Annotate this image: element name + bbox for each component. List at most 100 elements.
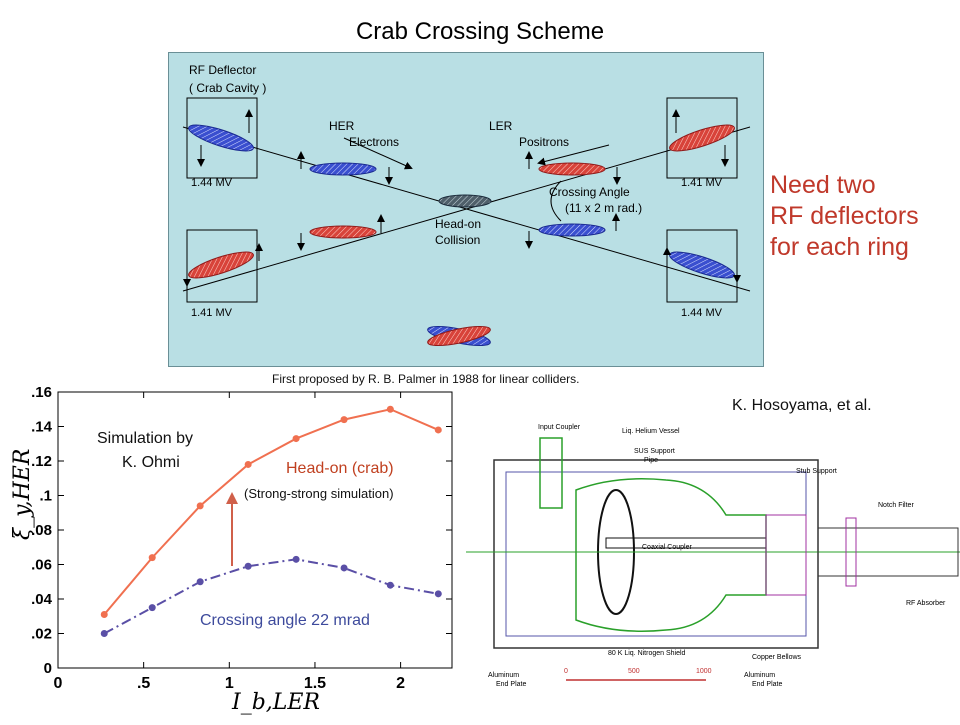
aluminum-plate-label: Aluminum: [744, 672, 776, 679]
crossing-angle-arc: [550, 180, 562, 222]
data-point: [340, 416, 348, 424]
crab-cavity-label: ( Crab Cavity ): [189, 81, 267, 95]
data-point: [292, 555, 300, 563]
her-label: HER: [329, 119, 355, 133]
stub-support: [765, 514, 807, 596]
y-tick-label: .02: [31, 626, 52, 643]
voltage-label: 1.41 MV: [681, 177, 722, 189]
data-point: [340, 564, 348, 572]
data-point: [100, 630, 108, 637]
input-coupler: [539, 437, 563, 509]
deflector-note: Need two RF deflectors for each ring: [770, 170, 919, 263]
author-text: K. Hosoyama, et al.: [732, 397, 872, 414]
electron-bunch: [188, 124, 254, 152]
data-point: [148, 604, 156, 612]
chart-series: [100, 405, 442, 637]
voltage-label: 1.44 MV: [191, 177, 232, 189]
cavity-box-top-left: [186, 97, 258, 179]
scale-label: 0: [564, 668, 568, 675]
kick-arrows: [183, 109, 741, 287]
collision-bunch: [438, 194, 492, 208]
data-point: [386, 581, 394, 589]
crab-cavity-drawing: Input Coupler Liq. Helium Vessel SUS Sup…: [466, 420, 960, 720]
positron-bunch: [188, 251, 254, 279]
input-coupler-label: Input Coupler: [538, 424, 581, 431]
voltage-label: 1.44 MV: [681, 307, 722, 319]
data-point: [434, 590, 442, 598]
positron-bunch: [309, 225, 377, 239]
x-tick-label: 0: [54, 675, 63, 692]
series-line: [103, 558, 439, 635]
strong-strong-annotation: (Strong-strong simulation): [244, 486, 394, 501]
rf-deflector-label: RF Deflector: [189, 63, 257, 77]
y-tick-label: .1: [39, 488, 52, 505]
electron-bunch: [538, 223, 606, 237]
ler-label: LER: [489, 119, 513, 133]
scale-label: 1000: [696, 668, 712, 675]
positron-bunch: [427, 325, 491, 347]
page-title: Crab Crossing Scheme: [355, 18, 605, 45]
data-point: [196, 502, 204, 510]
cavity-svg: [466, 437, 960, 681]
note-line: for each ring: [770, 233, 909, 261]
y-tick-label: .08: [31, 522, 52, 539]
data-point: [386, 405, 394, 413]
crab-crossing-diagram: RF Deflector ( Crab Cavity ) HER Electro…: [168, 52, 764, 367]
y-tick-label: .12: [31, 453, 52, 470]
simulation-label: Simulation by: [97, 430, 194, 447]
beam-beam-chart: 0 .5 1 1.5 2 0 .02 .04 .06 .08 .1 .12 .14 .16: [31, 384, 453, 692]
rf-absorber-label: RF Absorber: [906, 600, 946, 607]
cryostat-outline: [493, 459, 819, 649]
x-tick-label: .5: [137, 675, 150, 692]
nitrogen-shield-label: 80 K Liq. Nitrogen Shield: [608, 650, 686, 657]
y-tick-label: .16: [31, 384, 52, 401]
data-point: [100, 611, 108, 619]
y-tick-label: .04: [31, 591, 53, 608]
crossing-angle-label: Crossing Angle: [549, 185, 630, 199]
note-line: Need two: [770, 171, 876, 199]
sus-support-label: SUS Support: [634, 448, 675, 455]
y-tick-label: .06: [31, 557, 52, 574]
cavity-box-top-right: [666, 97, 738, 179]
data-point: [292, 435, 300, 443]
cavity-box-bottom-left: [186, 229, 258, 303]
sus-support-pipe-label: Pipe: [644, 457, 659, 464]
data-point: [244, 460, 252, 468]
note-line: RF deflectors: [770, 202, 919, 230]
data-point: [434, 426, 442, 434]
copper-bellows-label: Copper Bellows: [752, 654, 802, 661]
data-point: [244, 562, 252, 570]
x-tick-label: 1.5: [304, 675, 326, 692]
end-plate-label: End Plate: [752, 681, 783, 688]
beam-pipe: [817, 527, 959, 577]
notch-filter: [845, 517, 857, 587]
stub-support-label: Stub Support: [796, 468, 837, 475]
data-point: [148, 554, 156, 562]
head-on-annotation: Head-on (crab): [286, 460, 394, 477]
y-tick-label: 0: [44, 660, 52, 677]
simulation-author: K. Ohmi: [122, 454, 180, 471]
crossing-angle-value: (11 x 2 m rad.): [565, 201, 643, 215]
electron-bunch: [669, 251, 735, 279]
positron-bunch: [669, 124, 735, 152]
data-point: [196, 578, 204, 586]
y-tick-label: .14: [31, 419, 53, 436]
head-on-label: Head-on: [435, 217, 482, 231]
aluminum-plate-label: Aluminum: [488, 672, 520, 679]
positron-bunch: [538, 162, 606, 176]
electron-bunch: [309, 162, 377, 176]
x-axis-label: I_b,LER: [232, 690, 320, 715]
helium-vessel-label: Liq. Helium Vessel: [622, 428, 680, 435]
x-tick-label: 1: [225, 675, 234, 692]
voltage-label: 1.41 MV: [191, 307, 232, 319]
chart-ticks: 0 .5 1 1.5 2 0 .02 .04 .06 .08 .1 .12 .14 .16: [31, 384, 452, 692]
electrons-label: Electrons: [349, 135, 400, 149]
scale-label: 500: [628, 668, 640, 675]
positrons-label: Positrons: [519, 135, 570, 149]
crossing-angle-annotation: Crossing angle 22 mrad: [200, 612, 370, 629]
end-plate-label: End Plate: [496, 681, 527, 688]
notch-filter-label: Notch Filter: [878, 502, 914, 509]
nitrogen-shield: [505, 471, 807, 637]
diagram-svg: [182, 97, 751, 347]
x-tick-label: 2: [396, 675, 405, 692]
